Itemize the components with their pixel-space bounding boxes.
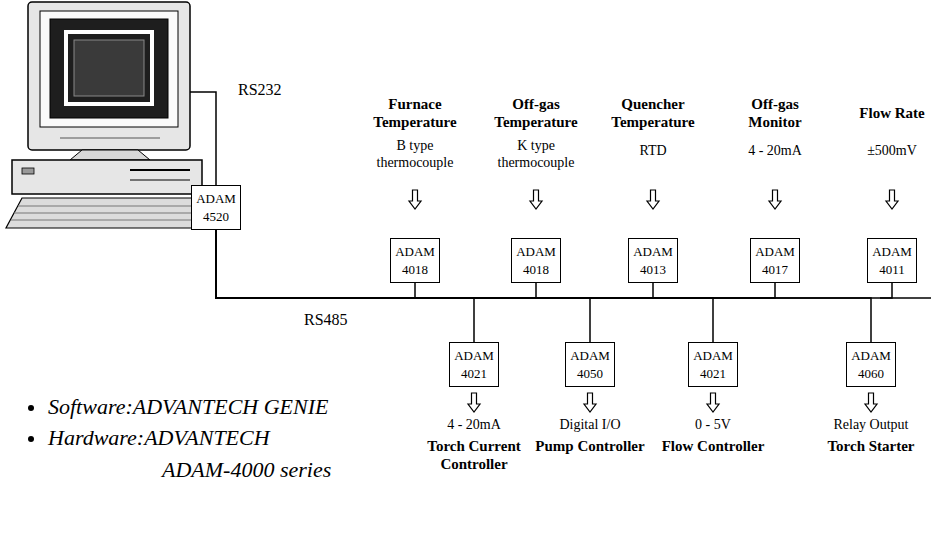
sensor-type: RTD — [603, 143, 703, 160]
bus-connector — [216, 230, 713, 342]
module-box: ADAM 4050 — [565, 342, 615, 387]
signal-range: 4 - 20mA — [725, 143, 825, 160]
signal-arrow — [468, 393, 480, 412]
note-text: Hardware:ADVANTECH — [48, 425, 270, 451]
module-name: ADAM 4017 — [755, 244, 795, 277]
module-name: ADAM 4018 — [395, 244, 435, 277]
module-name: ADAM 4520 — [196, 191, 236, 224]
module-box: ADAM 4021 — [688, 342, 738, 387]
output-heading: Pump Controller — [532, 437, 648, 455]
note-text: ADAM-4000 series — [162, 457, 331, 483]
bullet-dot — [28, 436, 34, 442]
signal-arrow — [647, 190, 659, 209]
monitor-stand — [70, 150, 150, 160]
output-heading: Torch Starter — [816, 437, 926, 455]
signal-arrow — [707, 393, 719, 412]
port-label: RS232 — [238, 80, 282, 99]
keyboard-keys — [11, 220, 204, 221]
sensor-type: B type thermocouple — [365, 138, 465, 172]
signal-heading: Off-gas Monitor — [725, 95, 825, 131]
module-box: ADAM 4520 — [191, 185, 241, 230]
module-name: ADAM 4013 — [633, 244, 673, 277]
monitor-bezel — [40, 11, 178, 127]
module-box: ADAM 4021 — [449, 342, 499, 387]
monitor-case — [28, 2, 190, 150]
module-box: ADAM 4018 — [390, 238, 440, 283]
signal-heading: Off-gas Temperature — [486, 95, 586, 131]
keyboard-keys — [14, 213, 201, 214]
signal-range: 4 - 20mA — [419, 417, 529, 434]
drive-slot — [130, 169, 190, 171]
keyboard-keys — [18, 206, 198, 207]
signal-arrow — [769, 190, 781, 209]
power-button — [22, 168, 34, 174]
signal-arrow — [865, 393, 877, 412]
signal-arrow — [409, 190, 421, 209]
bus-connector — [216, 230, 653, 298]
bus-connector — [216, 230, 775, 298]
signal-range: Relay Output — [816, 417, 926, 434]
rs232-cable — [190, 92, 216, 185]
bus-connector — [216, 230, 892, 298]
module-name: ADAM 4011 — [872, 244, 912, 277]
screen — [50, 19, 168, 118]
module-box: ADAM 4018 — [511, 238, 561, 283]
bus-connector — [216, 230, 415, 298]
output-heading: Flow Controller — [655, 437, 771, 455]
module-name: ADAM 4060 — [851, 348, 891, 381]
signal-range: ±500mV — [852, 143, 932, 160]
monitor-detail — [60, 138, 160, 139]
signal-arrow — [584, 393, 596, 412]
note-text: Software:ADVANTECH GENIE — [48, 394, 328, 420]
module-name: ADAM 4050 — [570, 348, 610, 381]
drive-slot — [130, 180, 190, 181]
signal-range: Digital I/O — [532, 417, 648, 434]
screen-inner — [74, 40, 144, 96]
bus-connector — [216, 230, 871, 342]
sensor-type: K type thermocouple — [486, 138, 586, 172]
bullet-dot — [28, 405, 34, 411]
bus-connector — [216, 230, 590, 342]
signal-arrow — [530, 190, 542, 209]
module-box: ADAM 4011 — [867, 238, 917, 283]
bus-connector — [216, 230, 474, 342]
module-name: ADAM 4021 — [693, 348, 733, 381]
module-box: ADAM 4013 — [628, 238, 678, 283]
module-name: ADAM 4018 — [516, 244, 556, 277]
screen-window — [66, 32, 152, 104]
signal-heading: Flow Rate — [852, 104, 932, 122]
bus-label: RS485 — [304, 310, 348, 329]
signal-range: 0 - 5V — [655, 417, 771, 434]
signal-heading: Furnace Temperature — [365, 95, 465, 131]
module-name: ADAM 4021 — [454, 348, 494, 381]
signal-arrow — [886, 190, 898, 209]
bus-connector — [216, 230, 536, 298]
output-heading: Torch Current Controller — [419, 437, 529, 473]
module-box: ADAM 4017 — [750, 238, 800, 283]
signal-heading: Quencher Temperature — [603, 95, 703, 131]
system-unit — [12, 160, 202, 194]
keyboard — [6, 198, 208, 228]
module-box: ADAM 4060 — [846, 342, 896, 387]
